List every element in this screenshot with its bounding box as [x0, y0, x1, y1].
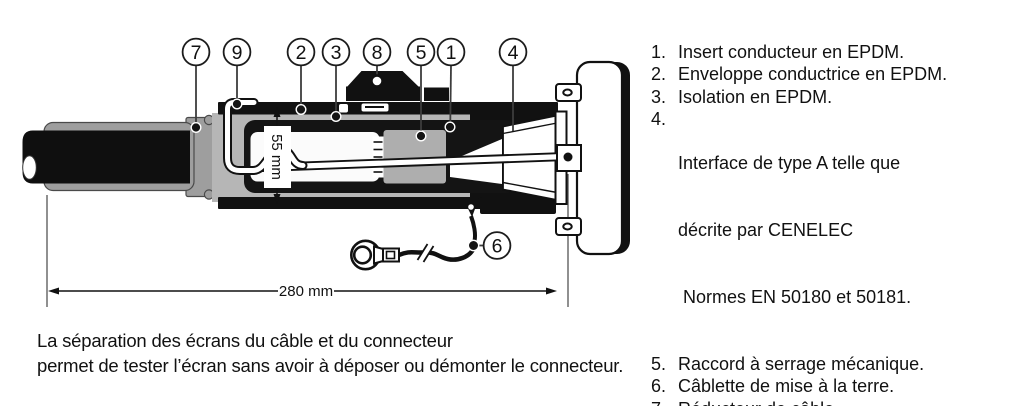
caption-line-1: La séparation des écrans du câble et du … [37, 330, 453, 351]
callout-9: 9 [222, 37, 252, 67]
legend-item-3: 3. Isolation en EPDM. [651, 86, 1017, 108]
callout-7: 7 [181, 37, 211, 67]
svg-text:7: 7 [191, 42, 202, 64]
svg-text:1: 1 [446, 42, 457, 64]
legend-item-2: 2. Enveloppe conductrice en EPDM. [651, 63, 1017, 85]
legend-number: 5. [651, 354, 667, 375]
legend-text: Câblette de mise à la terre. [678, 376, 895, 397]
legend-item-7: 7. Réducteur de câble. [651, 398, 1017, 406]
svg-text:9: 9 [232, 42, 243, 64]
height-dimension-label: 55 mm [268, 134, 285, 180]
callout-2: 2 [286, 37, 316, 67]
legend-number: 1. [651, 42, 667, 62]
legend-item-4: 4. Interface de type A telle que décrite… [651, 108, 1017, 353]
legend-text: Raccord à serrage mécanique. [678, 354, 925, 375]
height-dimension: 55 mm [264, 107, 291, 204]
legend-line: Interface de type A telle que [678, 153, 901, 174]
legend-number: 6. [651, 376, 667, 397]
legend-line: décrite par CENELEC [678, 220, 854, 241]
conductor-rod [257, 152, 571, 172]
arrow-left-icon [48, 287, 59, 295]
svg-text:8: 8 [372, 42, 383, 64]
callout-8: 8 [362, 37, 392, 67]
leader-lines [195, 65, 514, 247]
callout-4: 4 [498, 37, 528, 67]
callout-3: 3 [321, 37, 351, 67]
mechanical-clamp [383, 130, 446, 184]
arrow-down-icon [273, 194, 281, 204]
legend-line: Normes EN 50180 et 50181. [678, 287, 912, 308]
legend-number: 4. [651, 108, 667, 129]
svg-text:2: 2 [296, 42, 307, 64]
legend-item-1: 1. Insert conducteur en EPDM. [651, 41, 1017, 63]
callouts: 7 9 2 3 8 5 1 [181, 37, 528, 260]
dimension-extension-lines [46, 174, 569, 307]
callout-6: 6 [482, 231, 512, 260]
earthing-braid [349, 198, 479, 271]
legend-text: Isolation en EPDM. [678, 86, 833, 107]
parts-legend: 1. Insert conducteur en EPDM. 2. Envelop… [651, 41, 1017, 406]
connector-cross-section-diagram: 280 mm [22, 37, 630, 307]
legend-item-5: 5. Raccord à serrage mécanique. [651, 353, 1017, 375]
legend-text: Interface de type A telle que décrite pa… [678, 108, 911, 353]
legend-text: Insert conducteur en EPDM. [678, 42, 905, 62]
bushing-panel [555, 60, 630, 256]
legend-item-6: 6. Câblette de mise à la terre. [651, 375, 1017, 397]
length-dimension: 280 mm [48, 283, 557, 300]
break-symbol [417, 243, 433, 263]
plug-ring-endpoint [370, 74, 384, 88]
legend-number: 2. [651, 64, 667, 85]
callout-1: 1 [436, 37, 466, 67]
caption-line-2: permet de tester l’écran sans avoir à dé… [37, 354, 624, 376]
leader-dots [190, 98, 480, 252]
svg-text:4: 4 [508, 42, 519, 64]
legend-text: Réducteur de câble. [678, 398, 839, 406]
pin-end [563, 152, 573, 162]
arrow-right-icon [546, 287, 557, 295]
svg-text:5: 5 [416, 42, 427, 64]
callout-5: 5 [406, 37, 436, 67]
insulating-plug [346, 71, 449, 101]
legend-number: 7. [651, 398, 678, 406]
length-dimension-label: 280 mm [279, 283, 333, 300]
legend-text: Enveloppe conductrice en EPDM. [678, 64, 948, 85]
conductor-end [22, 155, 37, 180]
svg-text:3: 3 [331, 42, 342, 64]
caption: La séparation des écrans du câble et du … [37, 329, 623, 378]
legend-number: 3. [651, 86, 667, 107]
arrow-up-icon [273, 107, 281, 117]
cable-core [22, 130, 190, 184]
svg-text:6: 6 [492, 235, 503, 257]
